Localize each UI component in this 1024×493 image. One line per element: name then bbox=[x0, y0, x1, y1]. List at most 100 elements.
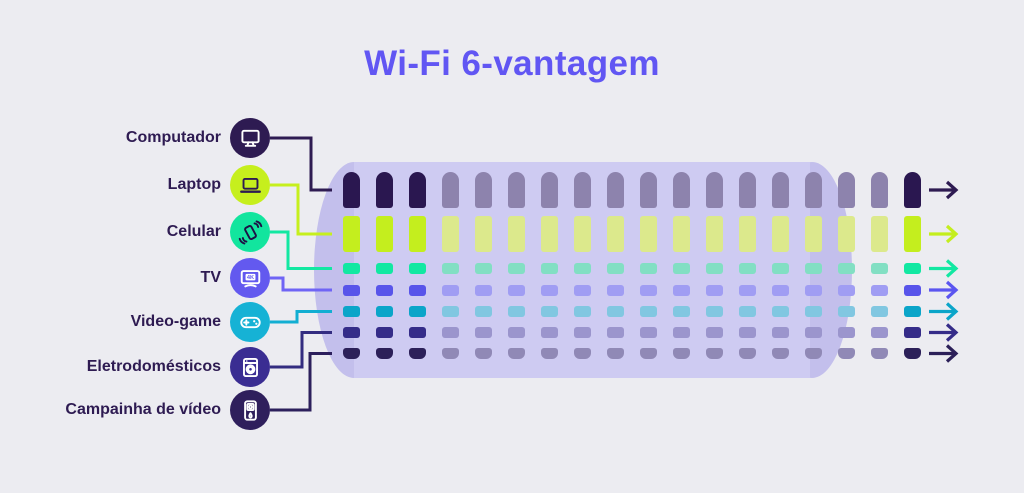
flow-arrow-icon-computador bbox=[929, 180, 959, 200]
stream-dash-laptop bbox=[739, 216, 756, 252]
stream-dash-video-game bbox=[673, 306, 690, 317]
stream-dash-eletrodomesticos bbox=[409, 327, 426, 338]
stream-dash-eletrodomesticos bbox=[904, 327, 921, 338]
stream-dash-celular bbox=[442, 263, 459, 274]
stream-dash-video-game bbox=[838, 306, 855, 317]
stream-dash-laptop bbox=[508, 216, 525, 252]
stream-dash-video-game bbox=[541, 306, 558, 317]
tv-4k-icon: 4K bbox=[240, 269, 260, 287]
stream-dash-celular bbox=[772, 263, 789, 274]
stream-dash-tv bbox=[541, 284, 558, 296]
stream-dash-computador bbox=[574, 172, 591, 208]
stream-dash-laptop bbox=[607, 216, 624, 252]
device-row-campainha: Campainha de vídeo bbox=[0, 390, 270, 430]
stream-dash-campainha bbox=[706, 348, 723, 359]
connector-line-laptop bbox=[270, 183, 332, 236]
stream-dash-eletrodomesticos bbox=[772, 327, 789, 338]
device-label-computador: Computador bbox=[125, 129, 221, 146]
stream-dash-eletrodomesticos bbox=[475, 327, 492, 338]
stream-dash-computador bbox=[343, 172, 360, 208]
stream-dash-eletrodomesticos bbox=[541, 327, 558, 338]
stream-dash-eletrodomesticos bbox=[607, 327, 624, 338]
flow-arrow-icon-laptop bbox=[929, 224, 959, 244]
stream-dash-campainha bbox=[508, 348, 525, 359]
stream-dash-campainha bbox=[541, 348, 558, 359]
device-row-tv: TV 4K bbox=[0, 258, 270, 298]
stream-dash-tv bbox=[772, 284, 789, 296]
stream-dash-celular bbox=[376, 263, 393, 274]
stream-dash-campainha bbox=[739, 348, 756, 359]
stream-dash-video-game bbox=[574, 306, 591, 317]
stream-dash-laptop bbox=[706, 216, 723, 252]
stream-dash-computador bbox=[739, 172, 756, 208]
stream-dash-computador bbox=[508, 172, 525, 208]
stream-dash-eletrodomesticos bbox=[706, 327, 723, 338]
stream-dash-video-game bbox=[772, 306, 789, 317]
connector-line-computador bbox=[270, 136, 332, 192]
stream-dash-video-game bbox=[343, 306, 360, 317]
stream-dash-campainha bbox=[673, 348, 690, 359]
stream-dash-computador bbox=[541, 172, 558, 208]
stream-dash-laptop bbox=[904, 216, 921, 252]
stream-dash-laptop bbox=[541, 216, 558, 252]
stream-dash-eletrodomesticos bbox=[343, 327, 360, 338]
stream-dash-campainha bbox=[640, 348, 657, 359]
stream-dash-campainha bbox=[805, 348, 822, 359]
stream-dash-laptop bbox=[574, 216, 591, 252]
stream-dash-celular bbox=[343, 263, 360, 274]
device-row-video-game: Video-game bbox=[0, 302, 270, 342]
stream-dash-campainha bbox=[871, 348, 888, 359]
device-label-campainha: Campainha de vídeo bbox=[65, 401, 221, 418]
device-icon-circle-tv: 4K bbox=[230, 258, 270, 298]
stream-dash-video-game bbox=[871, 306, 888, 317]
stream-dash-laptop bbox=[805, 216, 822, 252]
stream-dash-laptop bbox=[772, 216, 789, 252]
video-doorbell-icon bbox=[243, 399, 257, 421]
stream-dash-eletrodomesticos bbox=[805, 327, 822, 338]
stream-dash-tv bbox=[376, 284, 393, 296]
stream-dash-tv bbox=[904, 284, 921, 296]
stream-dash-laptop bbox=[838, 216, 855, 252]
device-icon-circle-celular bbox=[230, 212, 270, 252]
device-label-eletrodomesticos: Eletrodomésticos bbox=[86, 358, 221, 375]
stream-dash-laptop bbox=[871, 216, 888, 252]
stream-dash-tv bbox=[343, 284, 360, 296]
device-icon-circle-laptop bbox=[230, 165, 270, 205]
stream-dash-tv bbox=[838, 284, 855, 296]
stream-dash-computador bbox=[904, 172, 921, 208]
stream-dash-tv bbox=[706, 284, 723, 296]
stream-dash-computador bbox=[640, 172, 657, 208]
washing-machine-icon bbox=[242, 357, 258, 377]
stream-dash-celular bbox=[805, 263, 822, 274]
device-row-laptop: Laptop bbox=[0, 165, 270, 205]
flow-arrow-icon-campainha bbox=[929, 344, 959, 363]
stream-dash-laptop bbox=[475, 216, 492, 252]
stream-dash-celular bbox=[475, 263, 492, 274]
stream-dash-video-game bbox=[640, 306, 657, 317]
stream-dash-computador bbox=[805, 172, 822, 208]
device-icon-circle-campainha bbox=[230, 390, 270, 430]
page-title: Wi-Fi 6-vantagem bbox=[364, 44, 660, 83]
device-label-tv: TV bbox=[200, 269, 221, 286]
stream-dash-tv bbox=[409, 284, 426, 296]
device-label-laptop: Laptop bbox=[167, 176, 221, 193]
stream-dash-laptop bbox=[376, 216, 393, 252]
stream-dash-celular bbox=[508, 263, 525, 274]
stream-dash-tv bbox=[871, 284, 888, 296]
stream-dash-computador bbox=[871, 172, 888, 208]
stream-dash-campainha bbox=[607, 348, 624, 359]
device-row-celular: Celular bbox=[0, 212, 270, 252]
stream-dash-tv bbox=[805, 284, 822, 296]
device-label-video-game: Video-game bbox=[130, 313, 221, 330]
stream-dash-video-game bbox=[442, 306, 459, 317]
stream-dash-tv bbox=[739, 284, 756, 296]
desktop-monitor-icon bbox=[240, 129, 260, 147]
stream-dash-computador bbox=[673, 172, 690, 208]
device-label-celular: Celular bbox=[166, 223, 221, 240]
connector-line-tv bbox=[270, 276, 332, 292]
device-icon-circle-eletrodomesticos bbox=[230, 347, 270, 387]
stream-dash-campainha bbox=[376, 348, 393, 359]
stream-dash-tv bbox=[673, 284, 690, 296]
